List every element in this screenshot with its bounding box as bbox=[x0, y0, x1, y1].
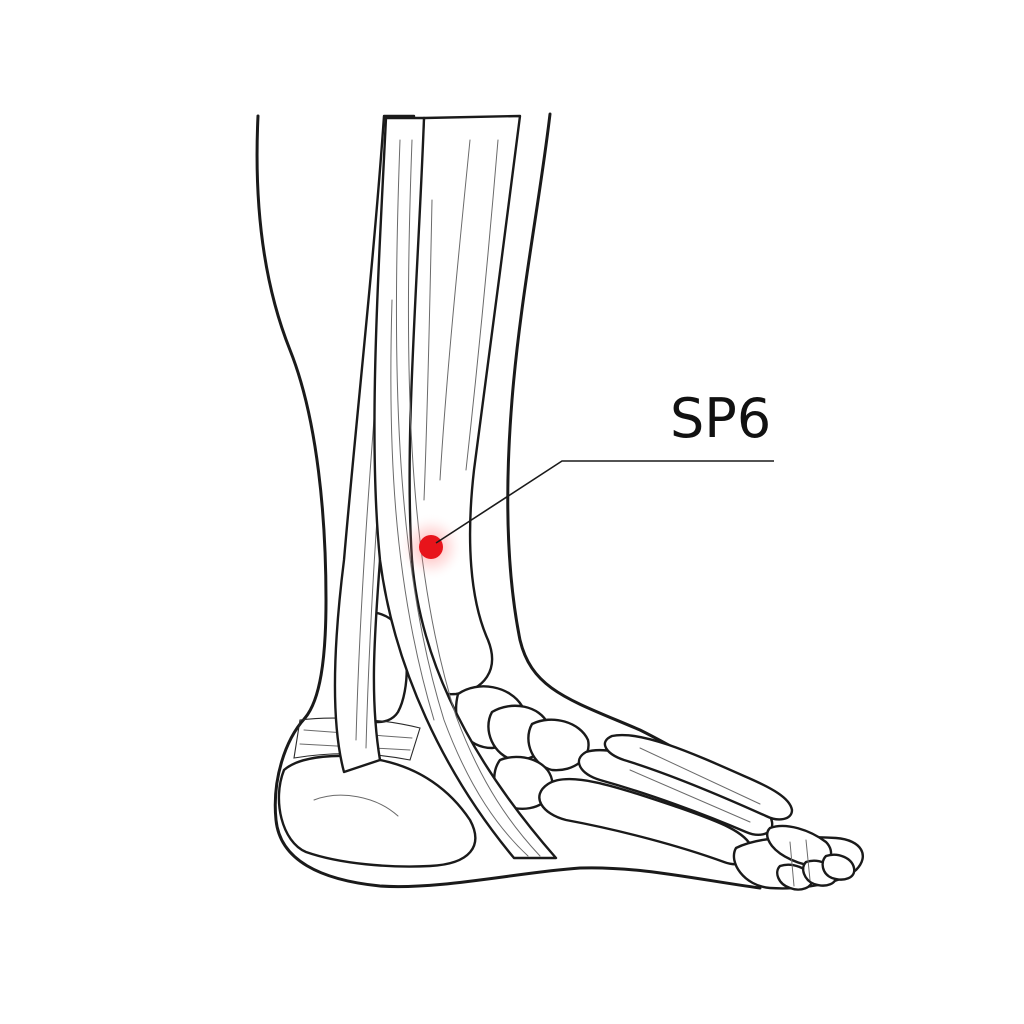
metatarsal-line-2 bbox=[629, 769, 751, 823]
metatarsal-line-1 bbox=[639, 747, 761, 805]
tendons bbox=[333, 114, 558, 860]
sp6-leader-line bbox=[435, 460, 774, 544]
tibia-ridge-1 bbox=[439, 139, 471, 481]
calcaneus-detail bbox=[313, 794, 399, 817]
talus-top bbox=[293, 717, 421, 761]
metatarsal-3 bbox=[603, 733, 794, 821]
tibia-ridge-2 bbox=[465, 139, 499, 471]
sp6-point[interactable] bbox=[397, 513, 465, 581]
sp6-marker-dot[interactable] bbox=[419, 535, 443, 559]
heel-sole-contour bbox=[273, 716, 762, 890]
leg-back-contour bbox=[255, 114, 328, 720]
sp6-label: SP6 bbox=[670, 387, 771, 450]
anterior-tendon-fiber-1 bbox=[395, 139, 529, 857]
anterior-tendon-fiber-2 bbox=[407, 139, 541, 857]
foot-bones bbox=[454, 685, 794, 866]
leg-front-contour bbox=[506, 112, 792, 814]
toe-5 bbox=[821, 853, 856, 881]
toe-joint-1 bbox=[789, 841, 795, 887]
calcaneus-bone bbox=[277, 754, 477, 868]
anterior-tendon bbox=[373, 116, 558, 860]
toes bbox=[732, 824, 864, 891]
anterior-tendon-fiber-3 bbox=[390, 299, 435, 721]
toe-joint-2 bbox=[805, 839, 811, 881]
tibia-ridge-3 bbox=[423, 199, 433, 501]
